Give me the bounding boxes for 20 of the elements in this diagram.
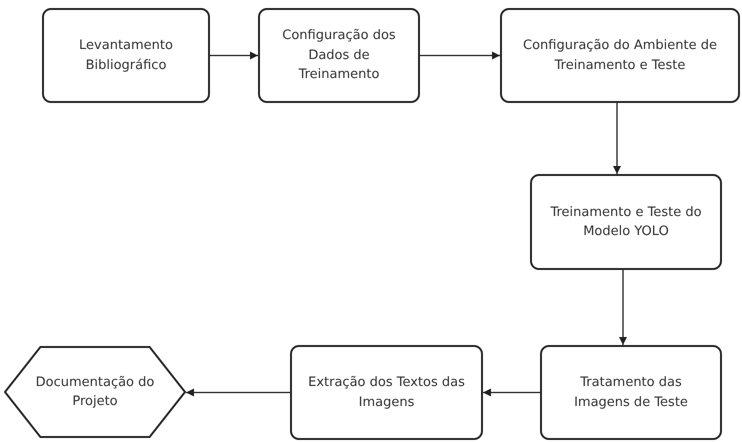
- box-label: Configuração dos Dados de Treinamento: [281, 27, 397, 84]
- box-label: Treinamento e Teste do Modelo YOLO: [549, 204, 703, 241]
- arrow: [619, 270, 627, 345]
- process-box: [290, 345, 483, 440]
- process-box: [540, 345, 722, 440]
- box-label: Extração dos Textos das Imagens: [307, 374, 466, 412]
- arrow: [210, 52, 258, 60]
- box-label: Configuração do Ambiente de Treinamento e Teste: [522, 37, 718, 74]
- process-box: [258, 8, 420, 103]
- arrow: [186, 388, 290, 396]
- box-label: Documentação do Projeto: [34, 374, 156, 411]
- process-box: [500, 8, 740, 103]
- process-box: [42, 8, 210, 103]
- process-box: [530, 174, 722, 270]
- box-label: Tratamento das Imagens de Teste: [573, 374, 689, 412]
- display-shape: [4, 346, 186, 438]
- arrow: [483, 388, 540, 396]
- box-label: Levantamento Bibliográfico: [78, 37, 174, 74]
- arrow: [420, 52, 500, 60]
- arrow: [613, 103, 621, 174]
